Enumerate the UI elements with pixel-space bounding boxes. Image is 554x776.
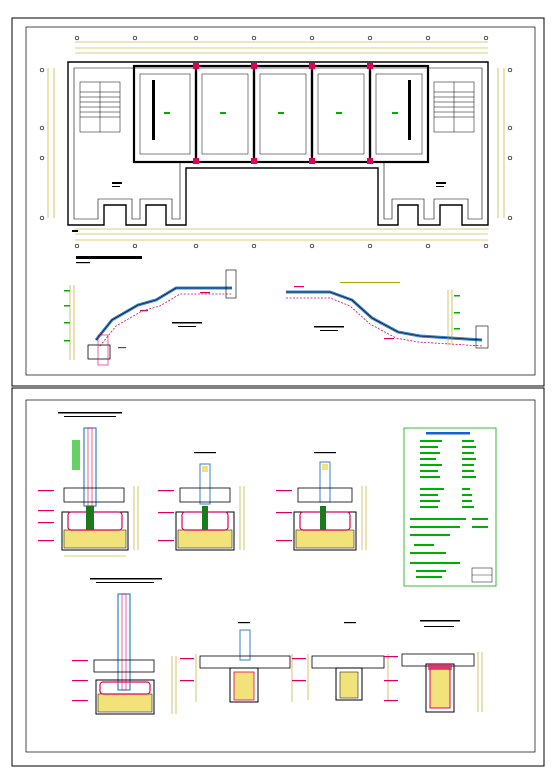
foundation-detail [276,452,367,551]
stair-section-left [64,256,237,366]
lower-panel-frame [11,387,545,767]
notes-table [403,427,497,587]
plan-room-tags [72,182,446,232]
foundation-rooms [132,64,430,164]
axis-bubble-icon [425,243,431,249]
foundation-detail [72,578,177,715]
axis-bubbles-top [74,35,489,41]
axis-bubble-icon [74,243,80,249]
foundation-detail [292,622,389,701]
section-title-bar [76,256,142,259]
axis-bubble-icon [367,35,373,41]
axis-bubble-icon [39,67,45,73]
axis-bubbles-bottom [74,243,489,249]
axis-bubble-icon [132,35,138,41]
foundation-plan [39,35,513,249]
foundation-detail [158,452,245,551]
detail-sections-top-row [38,412,367,557]
axis-bubbles-sides [39,67,513,221]
axis-bubble-icon [132,243,138,249]
axis-bubble-icon [39,155,45,161]
building-inner-outline [73,67,483,220]
axis-bubble-icon [507,67,513,73]
axis-bubble-icon [367,243,373,249]
axis-bubble-icon [193,243,199,249]
axis-bubble-icon [39,125,45,131]
upper-panel-frame [11,17,545,387]
axis-bubble-icon [507,155,513,161]
stairwell-left [79,81,121,133]
axis-bubble-icon [507,215,513,221]
axis-bubble-icon [193,35,199,41]
stair-section-right [286,282,489,349]
plan-notes [164,112,398,114]
axis-bubble-icon [39,215,45,221]
axis-bubble-icon [507,125,513,131]
foundation-detail [38,412,139,557]
lower-inner-frame [25,399,536,753]
column-markers [193,63,373,164]
axis-bubble-icon [309,35,315,41]
upper-inner-frame [25,26,536,376]
axis-bubble-icon [74,35,80,41]
axis-bubble-icon [251,35,257,41]
axis-bubble-icon [251,243,257,249]
foundation-detail [384,620,483,713]
foundation-room [368,64,430,164]
building-outline [67,61,489,226]
axis-bubble-icon [425,35,431,41]
axis-bubble-icon [483,243,489,249]
detail-sections-bottom-row [72,578,483,715]
axis-bubble-icon [483,35,489,41]
foundation-detail [180,622,293,703]
stairwell-right [433,81,475,133]
axis-bubble-icon [309,243,315,249]
top-dimension-chain [75,41,488,241]
side-dimension-chain [47,68,505,218]
